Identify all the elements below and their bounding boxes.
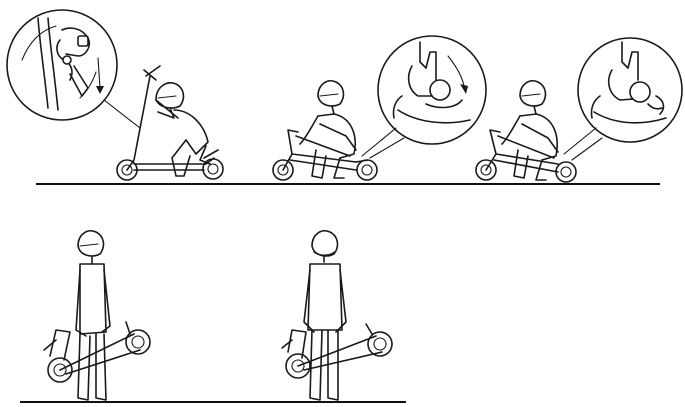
folded-scooter bbox=[44, 322, 150, 382]
scooter bbox=[273, 130, 377, 180]
stem-latch-release-icon bbox=[7, 10, 117, 120]
step-unlock-stem bbox=[7, 10, 223, 180]
detail-pointer bbox=[572, 138, 602, 160]
step-fold-stem bbox=[273, 36, 486, 180]
detail-pointer bbox=[104, 100, 140, 128]
detail-pointer bbox=[370, 138, 404, 158]
step-hook-latch bbox=[476, 38, 682, 182]
step-carry-front bbox=[282, 231, 392, 400]
rider bbox=[156, 83, 210, 176]
carrier bbox=[76, 231, 110, 400]
step-carry-side bbox=[44, 231, 150, 400]
scooter bbox=[476, 130, 576, 182]
carrier bbox=[304, 231, 346, 400]
folding-latch-hook-icon bbox=[578, 38, 682, 142]
folding-lever-press-icon bbox=[378, 36, 486, 144]
detail-pointer bbox=[564, 128, 596, 154]
detail-pointer bbox=[362, 128, 396, 156]
rider bbox=[502, 81, 558, 180]
